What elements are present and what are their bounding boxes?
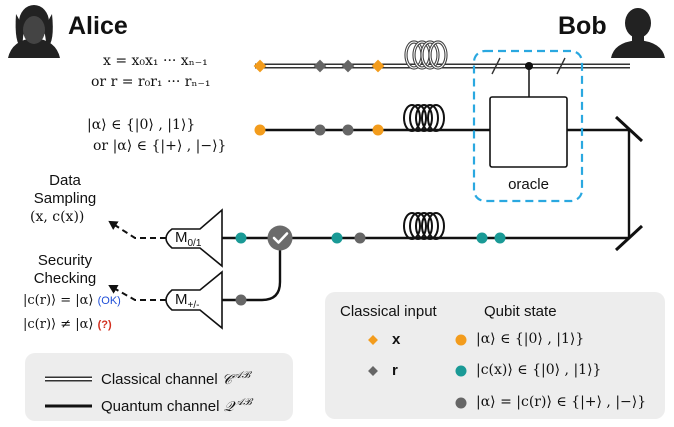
oracle-dashed-region — [472, 49, 584, 203]
arrow-to-security-checking — [108, 285, 166, 301]
bob-label: Bob — [558, 12, 607, 40]
branch-to-security-measurement — [222, 240, 282, 302]
ok-tag: (OK) — [97, 295, 121, 307]
qubit-cx — [476, 232, 488, 244]
arrow-to-data-sampling — [108, 220, 166, 239]
classical-x-marker — [371, 59, 385, 73]
legend-orange-dot-icon — [455, 334, 467, 346]
measurement-mpm — [165, 270, 223, 330]
data-sampling-tuple: (x, c(x)) — [30, 209, 85, 225]
security-suspect-condition: |c(r)⟩ ≠ |α⟩ (?) — [23, 317, 112, 332]
classical-r-marker — [341, 59, 355, 73]
classical-r-marker — [313, 59, 327, 73]
alice-label: Alice — [68, 12, 128, 40]
legend-x-label: x — [392, 331, 401, 348]
bus-slash-left — [491, 57, 501, 75]
qubit-cr — [354, 232, 366, 244]
legend-states-panel — [325, 292, 665, 419]
control-dot — [525, 62, 533, 70]
classical-input-r: or r = r₀r₁ ··· rₙ₋₁ — [91, 74, 211, 90]
qubit-alpha-computational — [372, 124, 384, 136]
qubit-alpha-hadamard — [342, 124, 354, 136]
qubit-alpha-hadamard — [314, 124, 326, 136]
legend-state-alpha-computational: |α⟩ ∈ {|0⟩ , |1⟩} — [476, 331, 585, 347]
mirror-top — [614, 115, 644, 143]
measurement-m01 — [165, 208, 223, 268]
security-checking-line1: Security — [37, 252, 93, 269]
legend-r-label: r — [392, 362, 398, 379]
switch-node — [267, 225, 293, 251]
legend-state-alpha-hadamard: |α⟩ = |c(r)⟩ ∈ {|+⟩ , |−⟩} — [476, 394, 647, 410]
check-icon — [272, 232, 289, 244]
legend-x-diamond-icon — [368, 335, 378, 345]
legend-classical-channel: Classical channel 𝒞𝒜ℬ — [101, 370, 250, 388]
quantum-fiber-coil-bottom — [403, 212, 445, 240]
bus-slash-right — [556, 57, 566, 75]
legend-classical-input-heading: Classical input — [340, 303, 437, 320]
m01-label: M0/1 — [175, 229, 202, 249]
quantum-input-alpha-alt: or |α⟩ ∈ {|+⟩ , |−⟩} — [93, 138, 227, 154]
qubit-cx — [235, 232, 247, 244]
qubit-cx — [494, 232, 506, 244]
legend-r-diamond-icon — [368, 366, 378, 376]
legend-channels-panel — [25, 353, 293, 421]
oracle-box — [489, 96, 568, 168]
legend-teal-dot-icon — [455, 365, 467, 377]
qubit-cx — [331, 232, 343, 244]
legend-qubit-state-heading: Qubit state — [484, 303, 557, 320]
quantum-fiber-coil-top — [403, 104, 445, 132]
qubit-alpha-computational — [254, 124, 266, 136]
alice-avatar-icon — [8, 5, 60, 58]
suspect-tag: (?) — [97, 319, 112, 331]
classical-fiber-coil — [404, 40, 448, 70]
data-sampling-line1: Data — [49, 172, 81, 189]
legend-gray-dot-icon — [455, 397, 467, 409]
classical-input-x: x = x₀x₁ ··· xₙ₋₁ — [103, 53, 208, 69]
mpm-label: M+/- — [175, 291, 200, 311]
classical-x-marker — [253, 59, 267, 73]
security-checking-line2: Checking — [33, 270, 97, 287]
oracle-label: oracle — [508, 176, 549, 193]
legend-quantum-channel: Quantum channel 𝒬𝒜ℬ — [101, 397, 252, 415]
legend-state-cx: |c(x)⟩ ∈ {|0⟩ , |1⟩} — [476, 362, 602, 378]
data-sampling-line2: Sampling — [33, 190, 97, 207]
qubit-cr — [235, 294, 247, 306]
bob-avatar-icon — [611, 8, 665, 58]
quantum-input-alpha: |α⟩ ∈ {|0⟩ , |1⟩} — [87, 117, 196, 133]
security-ok-condition: |c(r)⟩ = |α⟩ (OK) — [23, 293, 121, 308]
